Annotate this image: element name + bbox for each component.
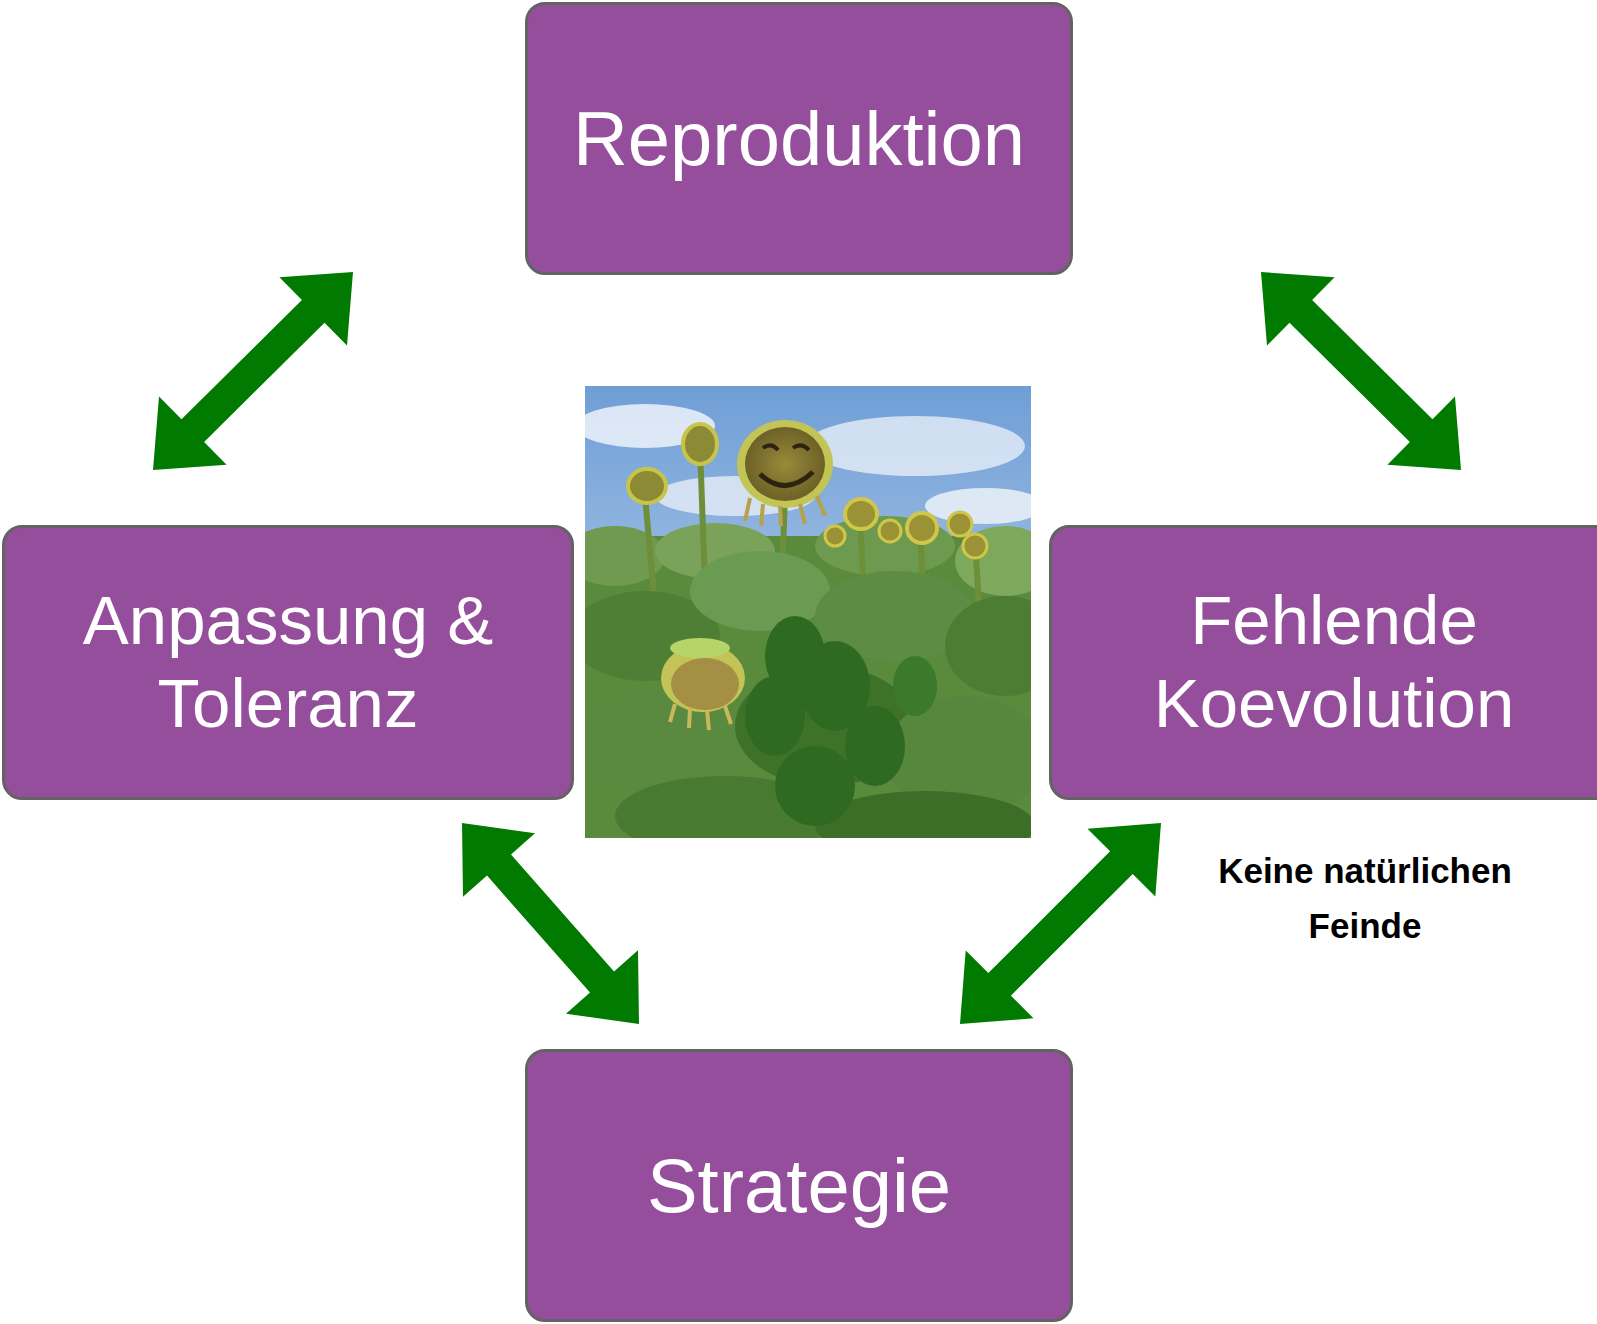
illustration-part xyxy=(745,676,805,756)
illustration-part xyxy=(879,520,901,542)
illustration-part xyxy=(745,496,825,526)
process-box: Reproduktion xyxy=(525,2,1073,275)
illustration-part xyxy=(805,416,1025,476)
illustration-part xyxy=(690,551,830,631)
box-label: Anpassung & Toleranz xyxy=(5,580,571,746)
note-text: Keine natürlichen Feinde xyxy=(1195,843,1535,953)
illustration-part xyxy=(760,472,813,486)
double-arrow xyxy=(153,272,353,470)
illustration-part xyxy=(671,658,739,710)
double-arrow xyxy=(960,823,1161,1024)
illustration-part xyxy=(745,427,825,501)
illustration-part xyxy=(825,526,845,546)
illustration-part xyxy=(670,638,730,658)
drooping-sunflower xyxy=(661,638,745,730)
process-box: Strategie xyxy=(525,1049,1073,1322)
illustration-part xyxy=(645,496,655,606)
box-content: Fehlende Koevolution xyxy=(1052,580,1597,746)
illustration-part xyxy=(948,512,972,536)
illustration-part xyxy=(793,445,809,450)
process-box: Fehlende Koevolution xyxy=(1049,525,1597,800)
process-box: Anpassung & Toleranz xyxy=(2,525,574,800)
box-content: Reproduktion xyxy=(557,93,1041,184)
smiley-sunflower xyxy=(737,420,833,526)
illustration-part xyxy=(763,445,778,450)
illustration-part xyxy=(945,596,1031,696)
box-content: Strategie xyxy=(631,1140,967,1231)
illustration-part xyxy=(845,499,877,529)
box-label: Fehlende Koevolution xyxy=(1052,580,1597,746)
leaves xyxy=(585,551,1031,838)
double-arrow xyxy=(462,823,639,1024)
illustration-part xyxy=(845,706,905,786)
background-heads xyxy=(628,424,987,558)
illustration-part xyxy=(700,446,705,586)
illustration-part xyxy=(737,420,833,508)
box-label: Reproduktion xyxy=(557,93,1041,184)
illustration-part xyxy=(925,488,1031,524)
illustration-part xyxy=(955,526,1031,596)
double-arrow xyxy=(1261,272,1461,470)
illustration-part xyxy=(893,656,937,716)
box-content: Anpassung & Toleranz xyxy=(5,580,571,746)
illustration-part xyxy=(628,469,666,503)
illustration-part xyxy=(963,534,987,558)
illustration-part xyxy=(775,746,855,826)
illustration-part xyxy=(670,704,731,730)
box-label: Strategie xyxy=(631,1140,967,1231)
illustration-part xyxy=(683,424,717,464)
ragweed xyxy=(745,616,937,826)
illustration-part xyxy=(907,513,937,543)
sunflower-photo xyxy=(585,386,1031,838)
